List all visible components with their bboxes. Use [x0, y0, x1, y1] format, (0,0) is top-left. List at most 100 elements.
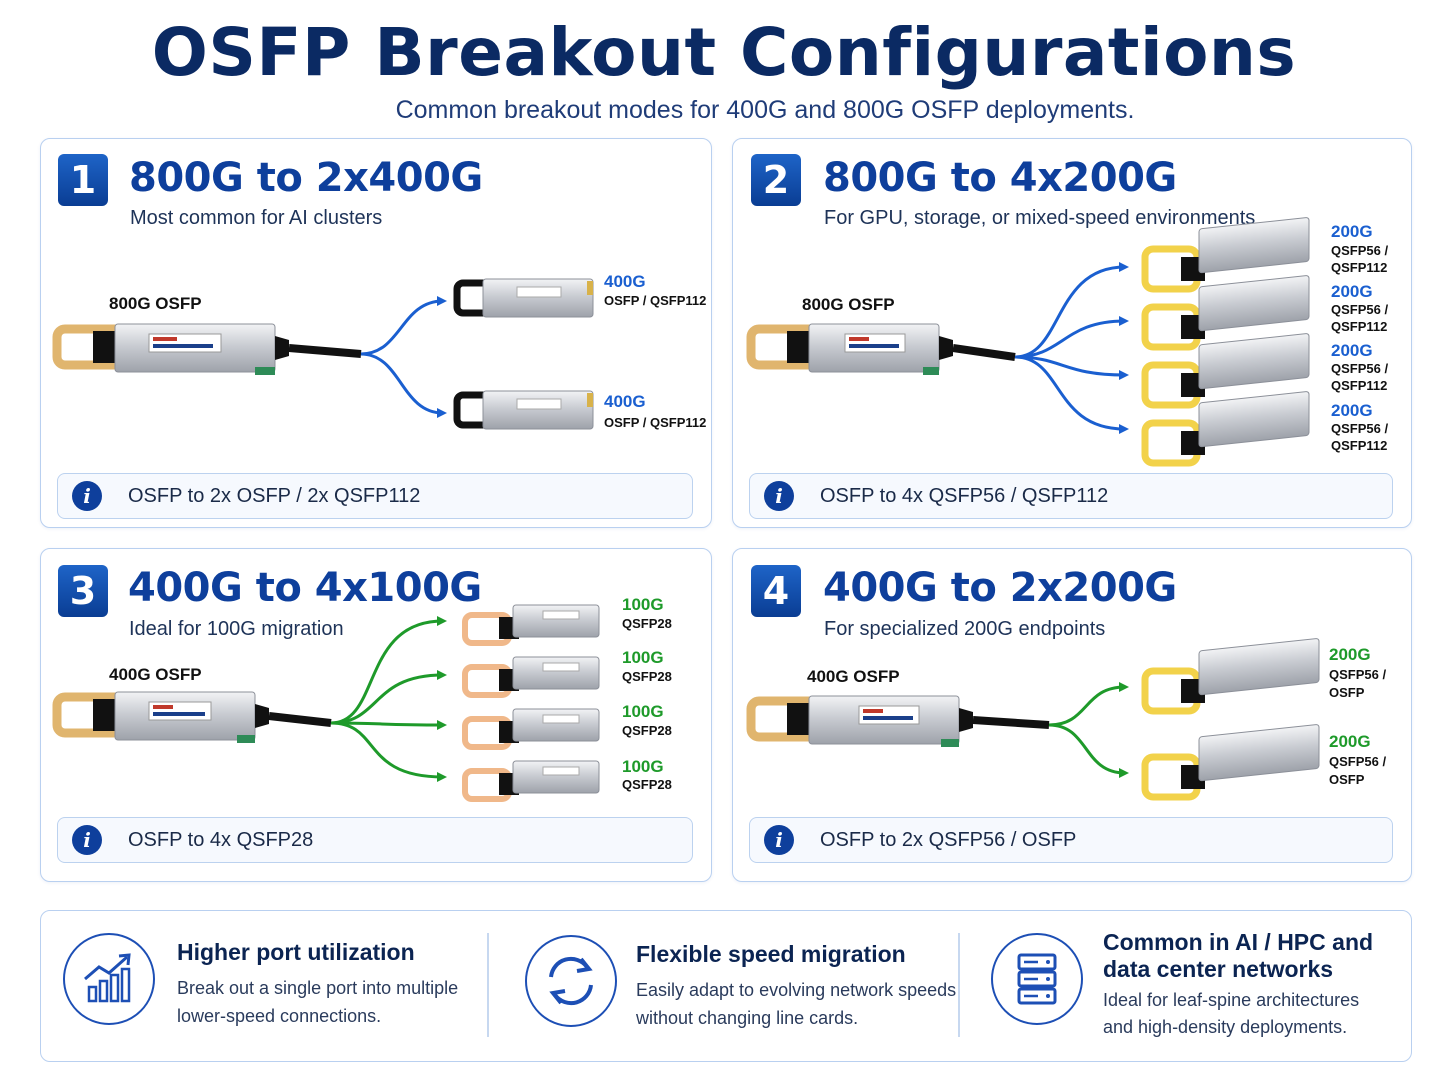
feature-desc: and high-density deployments.	[1103, 1017, 1348, 1037]
feature-desc: Break out a single port into multiple	[177, 978, 459, 998]
card-title: 400G to 2x200G	[823, 565, 1177, 611]
breakout-arrow	[1014, 355, 1129, 380]
page-subtitle: Common breakout modes for 400G and 800G …	[395, 96, 1135, 124]
target-transceiver	[1141, 217, 1310, 293]
card-number: 1	[58, 154, 108, 206]
target-speed: 200G	[1331, 341, 1373, 360]
target-speed: 100G	[622, 648, 664, 667]
cable	[268, 712, 332, 727]
target-transceiver	[453, 278, 594, 318]
source-label: 800G OSFP	[802, 295, 895, 314]
breakout-arrow	[1014, 262, 1129, 359]
target-type: QSFP28	[622, 669, 672, 684]
card-title: 400G to 4x100G	[128, 565, 482, 611]
breakout-arrow	[330, 616, 447, 725]
feature-desc: lower-speed connections.	[177, 1006, 382, 1026]
target-type: QSFP112	[1331, 319, 1387, 334]
target-type: QSFP112	[1331, 378, 1387, 393]
target-type: QSFP28	[622, 616, 672, 631]
card-subtitle: Ideal for 100G migration	[129, 618, 344, 640]
card-800g-to-4x200g: 2 800G to 4x200G For GPU, storage, or mi…	[732, 138, 1412, 528]
source-label: 400G OSFP	[109, 665, 202, 684]
card-title: 800G to 2x400G	[129, 155, 483, 201]
target-transceiver	[462, 760, 600, 802]
target-type: QSFP28	[622, 723, 672, 738]
target-transceiver	[1141, 275, 1310, 351]
info-text: OSFP to 2x QSFP56 / OSFP	[820, 829, 1077, 851]
target-transceiver	[1141, 391, 1310, 467]
feature-desc: Ideal for leaf-spine architectures	[1103, 990, 1360, 1010]
info-text: OSFP to 4x QSFP28	[128, 829, 314, 851]
bar-chart-growth-icon	[63, 933, 155, 1025]
source-transceiver	[746, 323, 953, 375]
target-speed: 200G	[1329, 732, 1371, 751]
target-type: QSFP28	[622, 777, 672, 792]
info-text: OSFP to 2x OSFP / 2x QSFP112	[128, 485, 421, 507]
card-title: 800G to 4x200G	[823, 155, 1177, 201]
target-transceiver	[453, 390, 594, 430]
card-400g-to-2x200g: 4 400G to 2x200G For specialized 200G en…	[732, 548, 1412, 882]
feature-title: Flexible speed migration	[636, 941, 906, 967]
target-transceiver	[462, 708, 600, 750]
feature-desc: without changing line cards.	[636, 1008, 859, 1028]
info-icon: i	[764, 825, 794, 855]
cable	[972, 716, 1050, 729]
target-transceiver	[1141, 333, 1310, 409]
breakout-diagram: 800G OSFP	[746, 217, 1388, 467]
breakout-arrow	[330, 721, 447, 782]
source-transceiver	[746, 695, 973, 747]
target-speed: 100G	[622, 702, 664, 721]
info-bar: i OSFP to 2x QSFP56 / OSFP	[749, 817, 1393, 863]
source-label: 400G OSFP	[807, 667, 900, 686]
target-type: QSFP56 /	[1331, 302, 1388, 317]
card-subtitle: For GPU, storage, or mixed-speed environ…	[824, 207, 1256, 229]
target-transceiver	[1141, 638, 1320, 715]
target-speed: 200G	[1329, 645, 1371, 664]
target-speed: 200G	[1331, 222, 1373, 241]
target-type: QSFP56 /	[1331, 361, 1388, 376]
card-400g-to-4x100g: 3 400G to 4x100G Ideal for 100G migratio…	[40, 548, 712, 882]
info-icon: i	[72, 481, 102, 511]
target-transceiver	[1141, 724, 1320, 801]
breakout-arrow	[330, 719, 447, 730]
card-subtitle: For specialized 200G endpoints	[824, 618, 1106, 640]
refresh-cycle-icon	[525, 935, 617, 1027]
target-transceiver	[462, 656, 600, 698]
card-number: 3	[58, 565, 108, 617]
server-rack-icon	[991, 933, 1083, 1025]
breakout-diagram: 400G OSFP	[52, 595, 672, 802]
target-type: QSFP112	[1331, 438, 1387, 453]
target-speed: 200G	[1331, 401, 1373, 420]
info-icon: i	[764, 481, 794, 511]
target-type: OSFP	[1329, 685, 1365, 700]
breakout-diagram: 400G OSFP 200G QSFP56 / OSFP 200G QSF	[746, 638, 1386, 801]
breakout-arrow	[330, 670, 447, 725]
cable	[288, 344, 362, 358]
target-type: OSFP / QSFP112	[604, 415, 706, 430]
breakout-arrow	[360, 352, 447, 418]
target-type: QSFP56 /	[1331, 243, 1388, 258]
divider	[958, 933, 960, 1037]
target-type: OSFP	[1329, 772, 1365, 787]
target-speed: 100G	[622, 757, 664, 776]
target-type: QSFP56 /	[1329, 667, 1386, 682]
feature-title: Common in AI / HPC and	[1103, 929, 1374, 955]
target-type: QSFP56 /	[1331, 421, 1388, 436]
feature-title: Higher port utilization	[177, 939, 415, 965]
card-number: 2	[751, 154, 801, 206]
target-type: OSFP / QSFP112	[604, 293, 706, 308]
info-bar: i OSFP to 4x QSFP28	[57, 817, 693, 863]
cable	[952, 344, 1016, 361]
breakout-arrow	[1048, 723, 1129, 778]
breakout-arrow	[1048, 682, 1129, 727]
target-speed: 200G	[1331, 282, 1373, 301]
target-type: QSFP56 /	[1329, 754, 1386, 769]
breakout-diagram: 800G OSFP 400G OSFP / QSFP112 4	[52, 272, 706, 430]
breakout-arrow	[1014, 355, 1129, 434]
target-type: QSFP112	[1331, 260, 1387, 275]
target-speed: 400G	[604, 272, 646, 291]
info-text: OSFP to 4x QSFP56 / QSFP112	[820, 485, 1109, 507]
breakout-arrow	[1014, 316, 1129, 359]
page-title: OSFP Breakout Configurations	[151, 14, 1297, 91]
source-transceiver	[52, 323, 289, 375]
